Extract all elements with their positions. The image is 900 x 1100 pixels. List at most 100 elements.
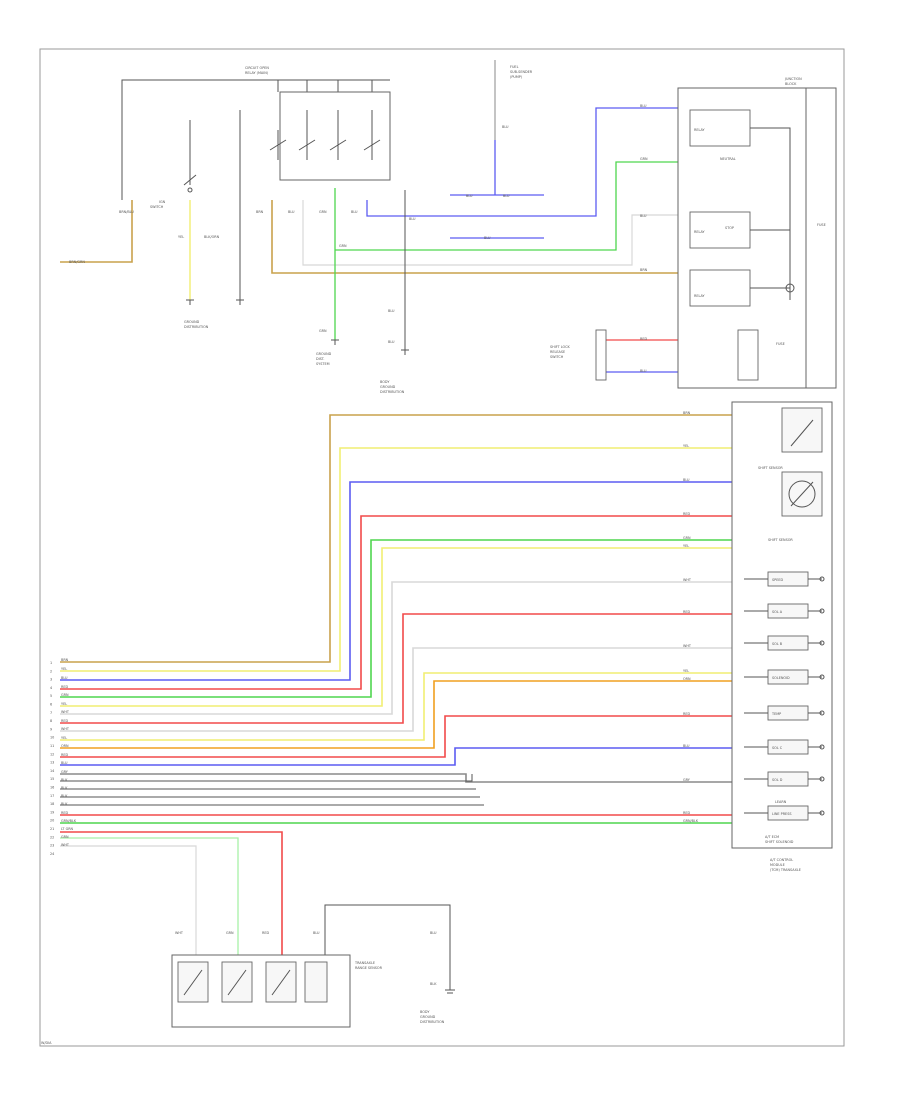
connector-pin-number: 15 xyxy=(50,777,54,781)
connector-pin-number: 18 xyxy=(50,802,54,806)
wire-color-label: WHT xyxy=(61,727,70,731)
bus-wires xyxy=(60,414,732,824)
component-label: (TCM) TRANSAXLE xyxy=(770,868,801,872)
wire-color-label: RED xyxy=(61,719,68,723)
tcm-sensor-label: LINE PRESS xyxy=(772,812,792,816)
wire-brn-horizontal xyxy=(271,200,680,274)
wire-color-label: BLU xyxy=(388,340,395,344)
tcm-sensor-label: TEMP xyxy=(771,712,781,716)
wire-color-label: BLK xyxy=(61,786,68,790)
bus-wire-13 xyxy=(60,747,732,766)
wire-color-label: BLK/ORN xyxy=(204,235,220,239)
wire-color-label: YEL xyxy=(61,736,67,740)
wire-color-label: BLU xyxy=(313,931,320,935)
wire-color-label: BLU xyxy=(484,236,491,240)
wire-color-label: BRN/BLU xyxy=(119,210,134,214)
component-label: BODY xyxy=(380,380,390,384)
component-label: FUEL xyxy=(510,65,519,69)
wire-color-label: BLU xyxy=(351,210,358,214)
component-label: DIST. xyxy=(316,357,325,361)
component-label: SHIFT SOLENOID xyxy=(765,840,794,844)
connector-pin-number: 7 xyxy=(50,711,52,715)
bus-wire-6 xyxy=(60,547,732,707)
component-label: JUNCTION xyxy=(784,77,802,81)
bus-wire-11 xyxy=(60,680,732,749)
component-label: FUSE xyxy=(776,342,785,346)
wire-color-label: BRN xyxy=(61,658,69,662)
component-label: SYSTEM xyxy=(316,362,330,366)
wire-color-label: GRN xyxy=(61,693,69,697)
component-label: W/DIA xyxy=(41,1041,52,1045)
wire-color-label: GRN/BLK xyxy=(61,819,77,823)
wire-color-label: RED xyxy=(683,811,690,815)
wire-color-label: BLU xyxy=(503,194,510,198)
tcm-sensor-label: SPEED xyxy=(772,578,783,582)
connector-pin-number: 20 xyxy=(50,819,54,823)
wire-color-label: GRN xyxy=(339,244,347,248)
wire-grn-junction xyxy=(335,161,680,251)
connector-pin-number: 14 xyxy=(50,769,54,773)
tcm-sensor-label: SOLENOID xyxy=(772,676,790,680)
wire-color-label: GRN xyxy=(61,835,69,839)
wire-color-label: BLK xyxy=(61,794,68,798)
wire-color-label: WHT xyxy=(175,931,184,935)
component-label: SWITCH xyxy=(550,355,564,359)
component-label: GROUND xyxy=(184,320,200,324)
wire-color-label: GRN xyxy=(640,157,648,161)
bus-wire-14 xyxy=(60,773,732,783)
shift-sensor-1 xyxy=(781,407,823,453)
bus-wire-3 xyxy=(60,481,732,681)
component-label: LEARN xyxy=(775,800,787,804)
wire-color-label: WHT xyxy=(61,843,70,847)
connector-pin-number: 9 xyxy=(50,727,52,731)
wire-color-label: BLU xyxy=(640,369,647,373)
wire-color-label: BLK xyxy=(430,982,437,986)
wire-color-label: BLU xyxy=(683,478,690,482)
wire-wht-return xyxy=(302,200,680,266)
component-label: DISTRIBUTION xyxy=(380,390,405,394)
wire-color-label: ORN xyxy=(683,677,691,681)
wire-color-label: BLU xyxy=(640,104,647,108)
wire-color-label: GRN xyxy=(319,210,327,214)
wire-color-label: BLU xyxy=(466,194,473,198)
bus-wire-9 xyxy=(60,647,732,732)
wire-color-label: YEL xyxy=(61,667,67,671)
wire-color-label: YEL xyxy=(683,544,689,548)
connector-pin-number: 11 xyxy=(50,744,54,748)
component-label: SHIFT LOCK xyxy=(550,345,571,349)
component-label: DISTRIBUTION xyxy=(420,1020,445,1024)
bus-wire-4 xyxy=(60,515,732,690)
connector-pin-number: 6 xyxy=(50,703,52,707)
bus-wire-7 xyxy=(60,581,732,715)
connector-pin-number: 2 xyxy=(50,669,52,673)
connector-pin-number: 10 xyxy=(50,736,54,740)
wire-color-label: WHT xyxy=(61,710,70,714)
connector-pin-number: 3 xyxy=(50,678,52,682)
wire-grn-bottom xyxy=(60,837,239,955)
connector-pin-number: 13 xyxy=(50,761,54,765)
component-label: GROUND xyxy=(420,1015,436,1019)
wire-color-label: RED xyxy=(61,685,68,689)
wire-color-label: GRN xyxy=(319,329,327,333)
wire-blu-fuel xyxy=(450,140,544,239)
wire-color-label: YEL xyxy=(61,702,67,706)
component-label: SWITCH xyxy=(150,205,164,209)
component-label: IGN xyxy=(159,200,166,204)
component-label: A/T ECM xyxy=(765,835,779,839)
wire-color-label: GRN xyxy=(226,931,234,935)
wire-color-label: BRN/GRN xyxy=(69,260,85,264)
wire-color-label: RED xyxy=(61,753,68,757)
wire-color-label: RED xyxy=(683,512,690,516)
connector-pin-number: 1 xyxy=(50,661,52,665)
wire-color-label: BLK xyxy=(61,802,68,806)
connector-pin-number: 24 xyxy=(50,852,54,856)
wire-color-label: GRY xyxy=(61,770,69,774)
connector-pin-number: 21 xyxy=(50,827,54,831)
component-label: RANGE SENSOR xyxy=(355,966,383,970)
wire-color-label: GRY xyxy=(683,778,691,782)
wire-color-label: BLU xyxy=(502,125,509,129)
wire-color-label: ORN xyxy=(61,744,69,748)
